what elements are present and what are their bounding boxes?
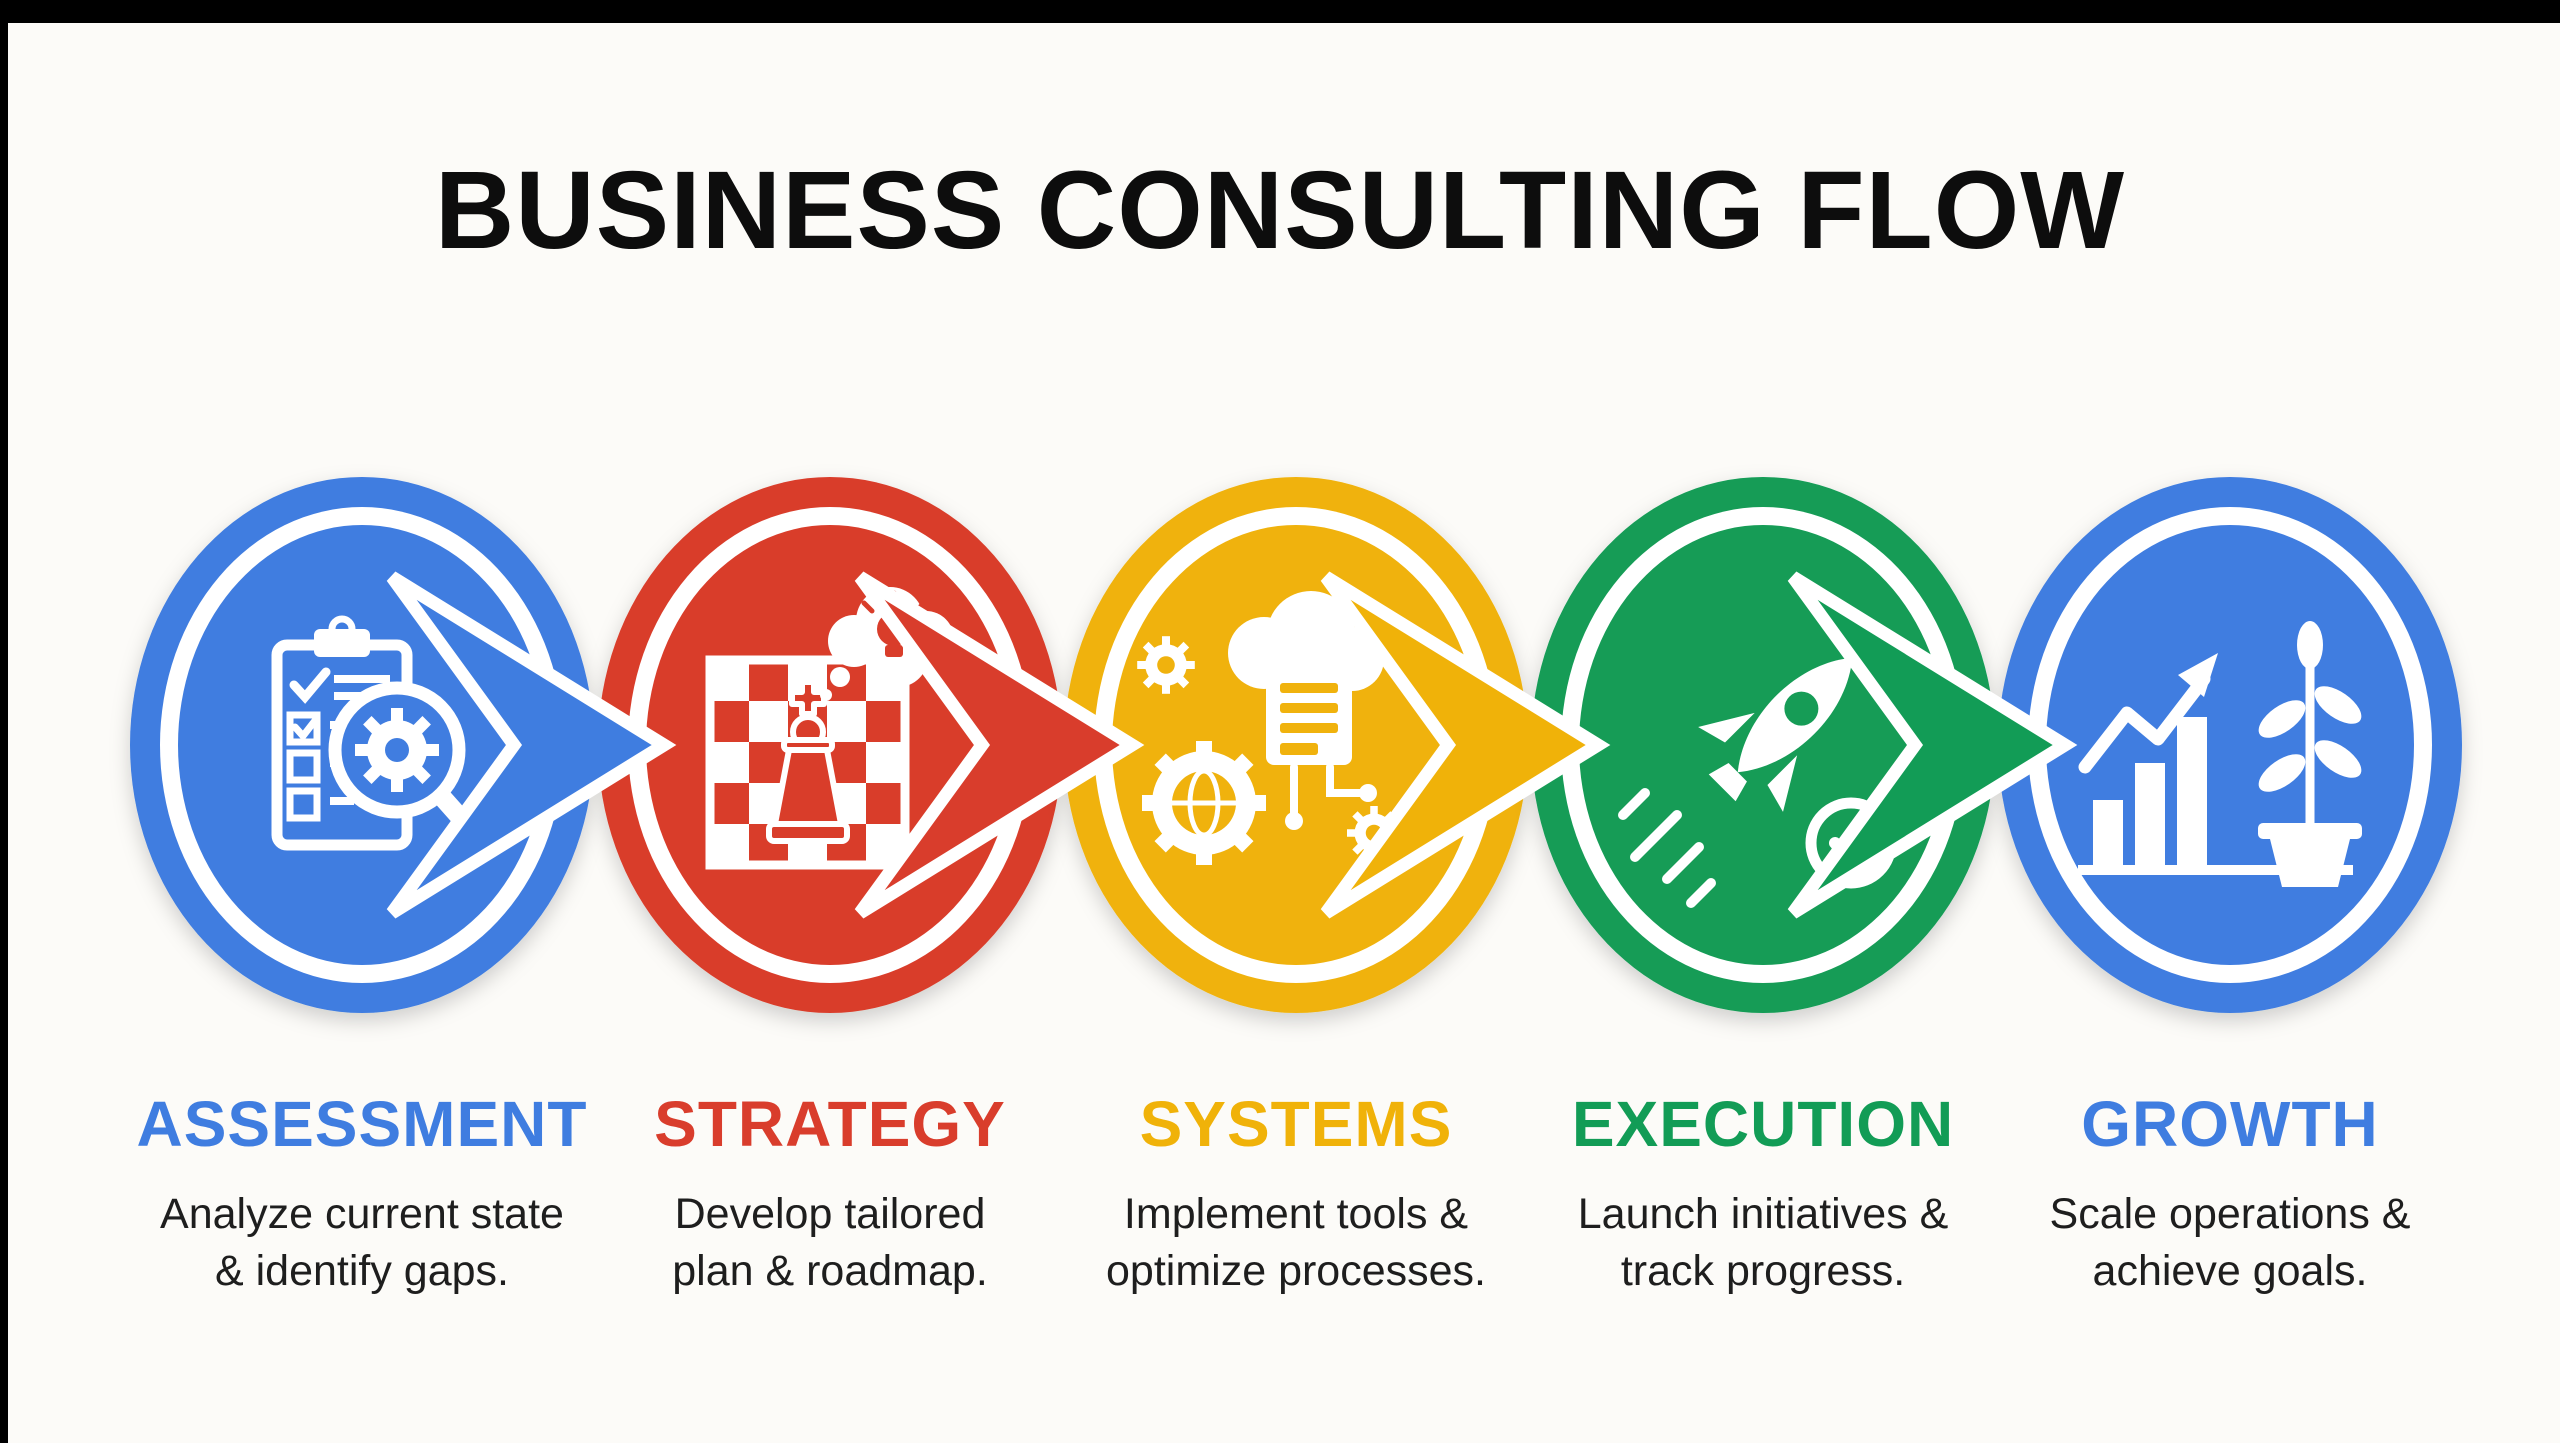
step-description-line: track progress. <box>1620 1247 1906 1296</box>
flow-diagram <box>130 477 2462 1013</box>
bar-chart-plant-growth-icon <box>2078 621 2362 887</box>
step-label-strategy: STRATEGY Develop tailored plan & roadmap… <box>570 1092 1090 1300</box>
flow-arrow-execution-to-growth <box>1787 571 2078 919</box>
step-name: ASSESSMENT <box>136 1088 588 1160</box>
step-name: GROWTH <box>2081 1088 2379 1160</box>
step-description: Launch initiatives & track progress. <box>1503 1186 2023 1300</box>
step-labels-row: ASSESSMENT Analyze current state & ident… <box>0 1092 2560 1412</box>
step-description-line: Analyze current state <box>160 1190 564 1238</box>
step-description-line: Launch initiatives & <box>1577 1190 1949 1238</box>
step-name: EXECUTION <box>1571 1088 1955 1160</box>
step-description-line: Develop tailored <box>674 1190 986 1238</box>
step-description: Analyze current state & identify gaps. <box>102 1186 622 1300</box>
page-title: BUSINESS CONSULTING FLOW <box>434 149 2126 272</box>
cloud-server-gears-icon <box>1137 591 1401 865</box>
left-black-edge <box>0 0 8 1443</box>
step-description-line: Implement tools & <box>1123 1190 1469 1238</box>
step-label-assessment: ASSESSMENT Analyze current state & ident… <box>102 1092 622 1300</box>
step-description-line: Scale operations & <box>2049 1190 2411 1238</box>
flow-arrow-systems-to-execution <box>1320 571 1611 919</box>
flow-arrow-assessment-to-strategy <box>386 571 677 919</box>
step-name: SYSTEMS <box>1139 1088 1453 1160</box>
step-description: Implement tools & optimize processes. <box>1036 1186 1556 1300</box>
step-description-line: plan & roadmap. <box>672 1247 988 1296</box>
step-label-growth: GROWTH Scale operations & achieve goals. <box>1970 1092 2490 1300</box>
step-description-line: achieve goals. <box>2092 1247 2368 1296</box>
step-name: STRATEGY <box>654 1088 1006 1160</box>
step-description: Develop tailored plan & roadmap. <box>570 1186 1090 1300</box>
step-label-execution: EXECUTION Launch initiatives & track pro… <box>1503 1092 2023 1300</box>
step-circle-growth <box>1998 477 2462 1013</box>
step-description-line: & identify gaps. <box>214 1247 509 1296</box>
flow-arrow-strategy-to-systems <box>854 571 1145 919</box>
step-label-systems: SYSTEMS Implement tools & optimize proce… <box>1036 1092 1556 1300</box>
step-description: Scale operations & achieve goals. <box>1970 1186 2490 1300</box>
step-description-line: optimize processes. <box>1106 1247 1486 1296</box>
clipboard-checklist-magnifier-gear-icon <box>271 615 492 852</box>
top-black-bar <box>0 0 2560 23</box>
